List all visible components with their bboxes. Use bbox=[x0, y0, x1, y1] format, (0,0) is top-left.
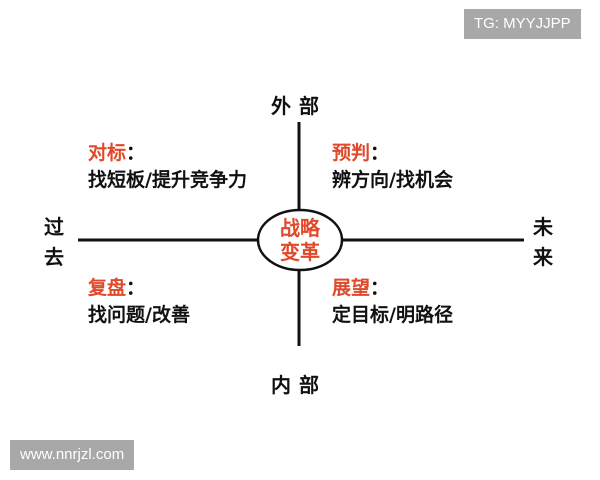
axis-label-external: 外部 bbox=[271, 94, 327, 118]
quadrant-colon: ： bbox=[126, 277, 146, 299]
watermark-top-right: TG: MYYJJPP bbox=[464, 9, 581, 39]
axis-label-internal: 内部 bbox=[271, 373, 327, 397]
axis-label-past-char2: 去 bbox=[44, 245, 64, 269]
quadrant-title: 预判 bbox=[332, 142, 371, 164]
quadrant-title: 展望 bbox=[332, 277, 371, 299]
quadrant-title: 对标 bbox=[88, 142, 127, 164]
quadrant-desc: 找短板/提升竞争力 bbox=[88, 169, 247, 191]
quadrant-top-right: 预判： 辨方向/找机会 bbox=[332, 140, 453, 194]
quadrant-title: 复盘 bbox=[88, 277, 127, 299]
axis-label-future-char2: 来 bbox=[533, 245, 553, 269]
quadrant-bottom-left: 复盘： 找问题/改善 bbox=[88, 275, 190, 329]
quadrant-bottom-right: 展望： 定目标/明路径 bbox=[332, 275, 453, 329]
axis-label-future: 未 来 bbox=[531, 212, 555, 272]
center-label-line1: 战略 bbox=[280, 216, 320, 240]
quadrant-desc: 定目标/明路径 bbox=[332, 304, 453, 326]
center-label: 战略 变革 bbox=[260, 216, 340, 264]
axis-label-past-char1: 过 bbox=[44, 215, 64, 239]
center-label-line2: 变革 bbox=[280, 240, 320, 264]
quadrant-colon: ： bbox=[370, 277, 390, 299]
axis-label-past: 过 去 bbox=[42, 212, 66, 272]
quadrant-colon: ： bbox=[370, 142, 390, 164]
center-ellipse bbox=[256, 208, 344, 272]
quadrant-colon: ： bbox=[126, 142, 146, 164]
quadrant-desc: 辨方向/找机会 bbox=[332, 169, 453, 191]
axis-label-future-char1: 未 bbox=[533, 215, 553, 239]
quadrant-top-left: 对标： 找短板/提升竞争力 bbox=[88, 140, 247, 194]
watermark-bottom-left: www.nnrjzl.com bbox=[10, 440, 135, 470]
quadrant-desc: 找问题/改善 bbox=[88, 304, 190, 326]
